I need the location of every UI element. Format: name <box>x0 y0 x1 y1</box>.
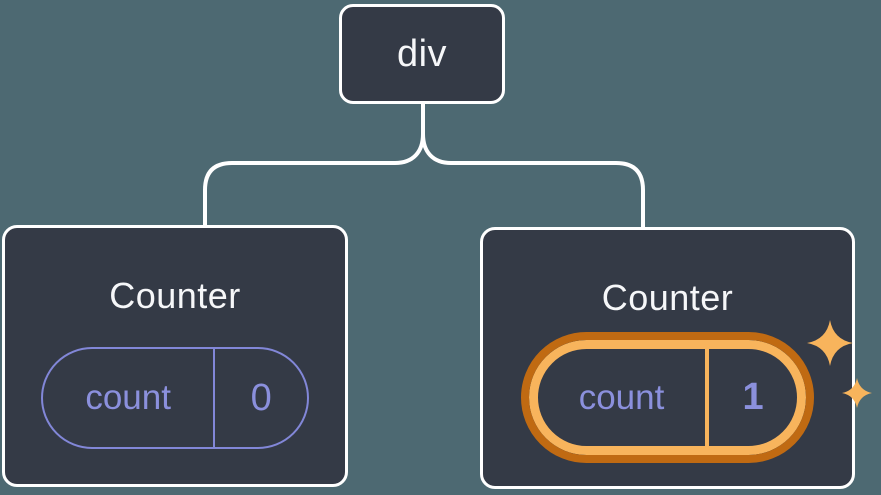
node-div-label: div <box>396 32 448 75</box>
state-name-label: count <box>578 377 665 417</box>
state-name-label: count <box>85 378 171 418</box>
state-pill-highlight: count 1 <box>521 332 814 464</box>
state-value: 1 <box>742 376 764 419</box>
connector-branch-left <box>203 132 425 229</box>
component-title: Counter <box>601 277 734 318</box>
counter-card-left: Counter count 0 <box>2 225 348 487</box>
state-pill-highlight-inner: count 1 <box>529 340 806 456</box>
counter-card-right: Counter count 1 <box>480 227 855 489</box>
node-div: div <box>339 4 505 104</box>
pill-divider <box>213 349 216 448</box>
state-value: 0 <box>250 376 272 419</box>
state-pill: count 0 <box>41 347 309 450</box>
pill-divider <box>705 349 710 447</box>
component-title: Counter <box>109 275 241 316</box>
connector-branch-right <box>421 132 645 231</box>
